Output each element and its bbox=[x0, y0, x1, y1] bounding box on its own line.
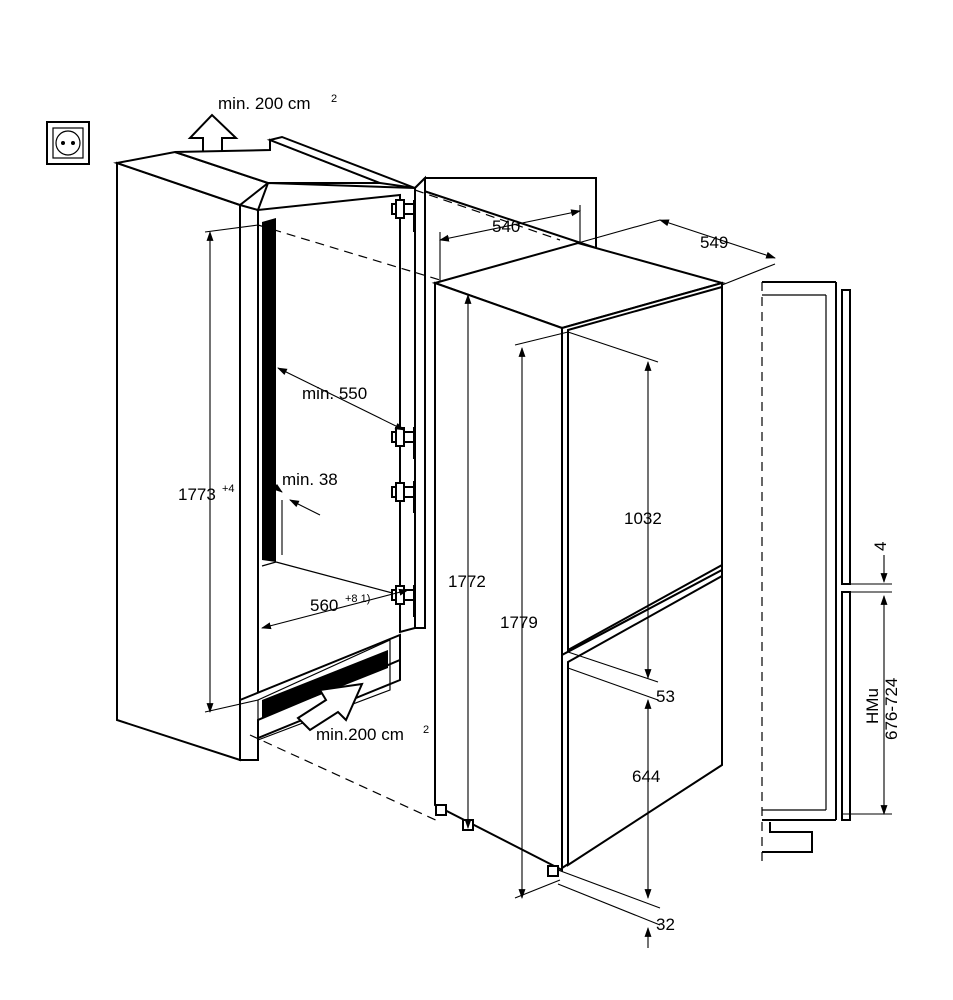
dim-niche-width-sup: +8 1) bbox=[345, 593, 370, 605]
appliance-body bbox=[431, 241, 726, 877]
dim-min-550-line bbox=[277, 367, 405, 431]
power-socket-icon bbox=[46, 121, 90, 165]
dim-min-38: min. 38 bbox=[282, 470, 338, 489]
dim-foot-32: 32 bbox=[656, 915, 675, 934]
dim-hmu-range: 676-724 bbox=[882, 678, 901, 740]
vent-bottom-sup: 2 bbox=[423, 724, 429, 736]
dim-gap-53: 53 bbox=[656, 687, 675, 706]
side-section-view bbox=[761, 281, 851, 865]
dim-niche-width-line bbox=[261, 588, 409, 630]
airflow-up-arrow-icon bbox=[187, 113, 239, 157]
dim-hmu-label: HMu bbox=[863, 688, 882, 724]
dim-min-550: min. 550 bbox=[302, 384, 367, 403]
dim-gap-4: 4 bbox=[871, 542, 890, 551]
dim-width-540-line bbox=[439, 209, 581, 242]
dim-door-1032: 1032 bbox=[624, 509, 662, 528]
vent-top-label: min. 200 cm bbox=[218, 94, 311, 113]
dim-depth-549-line bbox=[659, 219, 776, 259]
vent-bottom-label: min.200 cm bbox=[316, 725, 404, 744]
dim-height-1772: 1772 bbox=[448, 572, 486, 591]
dim-door-644: 644 bbox=[632, 767, 660, 786]
dim-width-540: 540 bbox=[492, 217, 520, 236]
dim-niche-height: 1773 bbox=[178, 485, 216, 504]
airflow-in-arrow-icon bbox=[296, 682, 364, 732]
dim-height-1779: 1779 bbox=[500, 613, 538, 632]
dim-niche-height-sup: +4 bbox=[222, 483, 235, 495]
vent-top-sup: 2 bbox=[331, 93, 337, 105]
dim-depth-549: 549 bbox=[700, 233, 728, 252]
cabinet-niche bbox=[113, 135, 416, 762]
dim-niche-width: 560 bbox=[310, 596, 338, 615]
